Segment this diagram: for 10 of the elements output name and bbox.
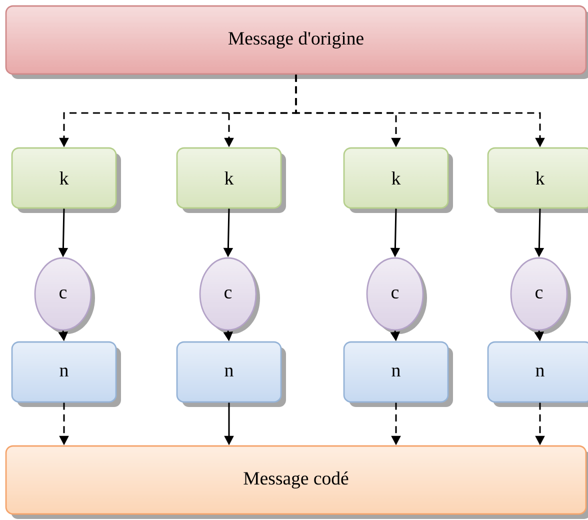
process-box: k: [11, 147, 121, 213]
process-box: n: [343, 341, 453, 407]
process-box: n: [176, 341, 286, 407]
process-box: k: [487, 147, 588, 213]
process-box: k: [343, 147, 453, 213]
process-box: n: [487, 341, 588, 407]
process-box: n: [11, 341, 121, 407]
message-banner: Message codé: [5, 445, 588, 519]
process-box: k: [176, 147, 286, 213]
message-banner: Message d'origine: [5, 5, 588, 79]
